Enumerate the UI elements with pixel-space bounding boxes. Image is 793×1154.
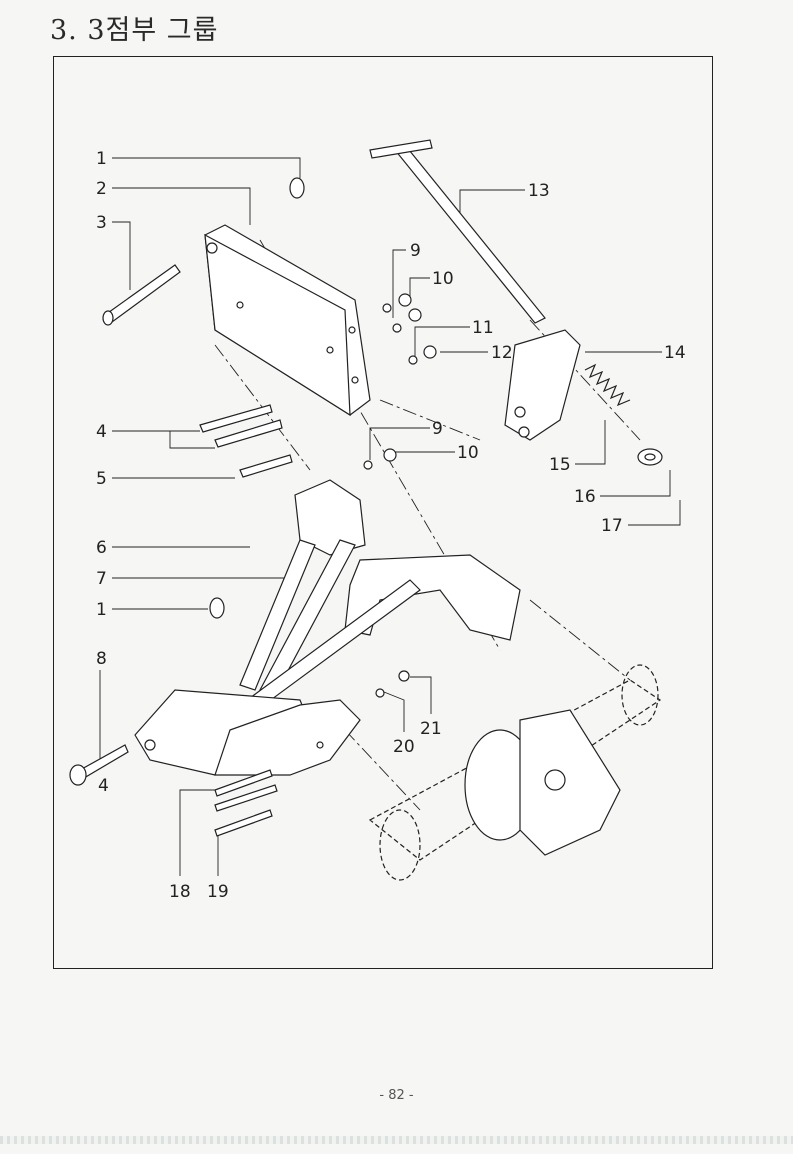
callout-6: 6 <box>96 538 107 558</box>
bolts-4-5 <box>199 404 293 478</box>
lift-rod-13 <box>369 139 546 324</box>
callout-12: 12 <box>491 343 513 363</box>
callout-17: 17 <box>601 516 623 536</box>
callout-7: 7 <box>96 569 107 589</box>
bracket-14 <box>504 329 581 441</box>
upper-bracket <box>204 224 371 417</box>
page-title: 3. 3점부 그룹 <box>50 15 219 46</box>
callout-10b: 10 <box>457 443 479 463</box>
callout-16: 16 <box>574 487 596 507</box>
callout-11: 11 <box>472 318 494 338</box>
callout-19: 19 <box>207 882 229 902</box>
linch-pin-1 <box>209 177 305 619</box>
callout-15: 15 <box>549 455 571 475</box>
bolts-18-19 <box>214 769 278 837</box>
spring-15 <box>584 363 631 407</box>
callout-labels: 1 2 3 4 5 6 7 1 8 4 9 10 11 12 13 14 15 … <box>96 149 686 902</box>
nuts-9-12 <box>363 293 437 698</box>
callout-20: 20 <box>393 737 415 757</box>
callout-3: 3 <box>96 213 107 233</box>
pin-3 <box>102 264 181 326</box>
callout-8: 8 <box>96 649 107 669</box>
callout-1b: 1 <box>96 600 107 620</box>
diagram-frame <box>53 56 713 969</box>
callout-9: 9 <box>410 241 421 261</box>
washer-16 <box>637 448 663 466</box>
scan-artifact-strip <box>0 1136 793 1144</box>
callout-4b: 4 <box>98 776 109 796</box>
callout-14: 14 <box>664 343 686 363</box>
callout-9b: 9 <box>432 419 443 439</box>
callout-1: 1 <box>96 149 107 169</box>
pin-8 <box>69 744 129 786</box>
lower-bracket <box>134 689 361 776</box>
callout-2: 2 <box>96 179 107 199</box>
callout-13: 13 <box>528 181 550 201</box>
top-link-7 <box>219 479 521 731</box>
differential-housing <box>464 709 621 856</box>
callout-5: 5 <box>96 469 107 489</box>
callout-18: 18 <box>169 882 191 902</box>
callout-10: 10 <box>432 269 454 289</box>
page-number: - 82 - <box>379 1088 414 1103</box>
callout-4: 4 <box>96 422 107 442</box>
callout-21: 21 <box>420 719 442 739</box>
